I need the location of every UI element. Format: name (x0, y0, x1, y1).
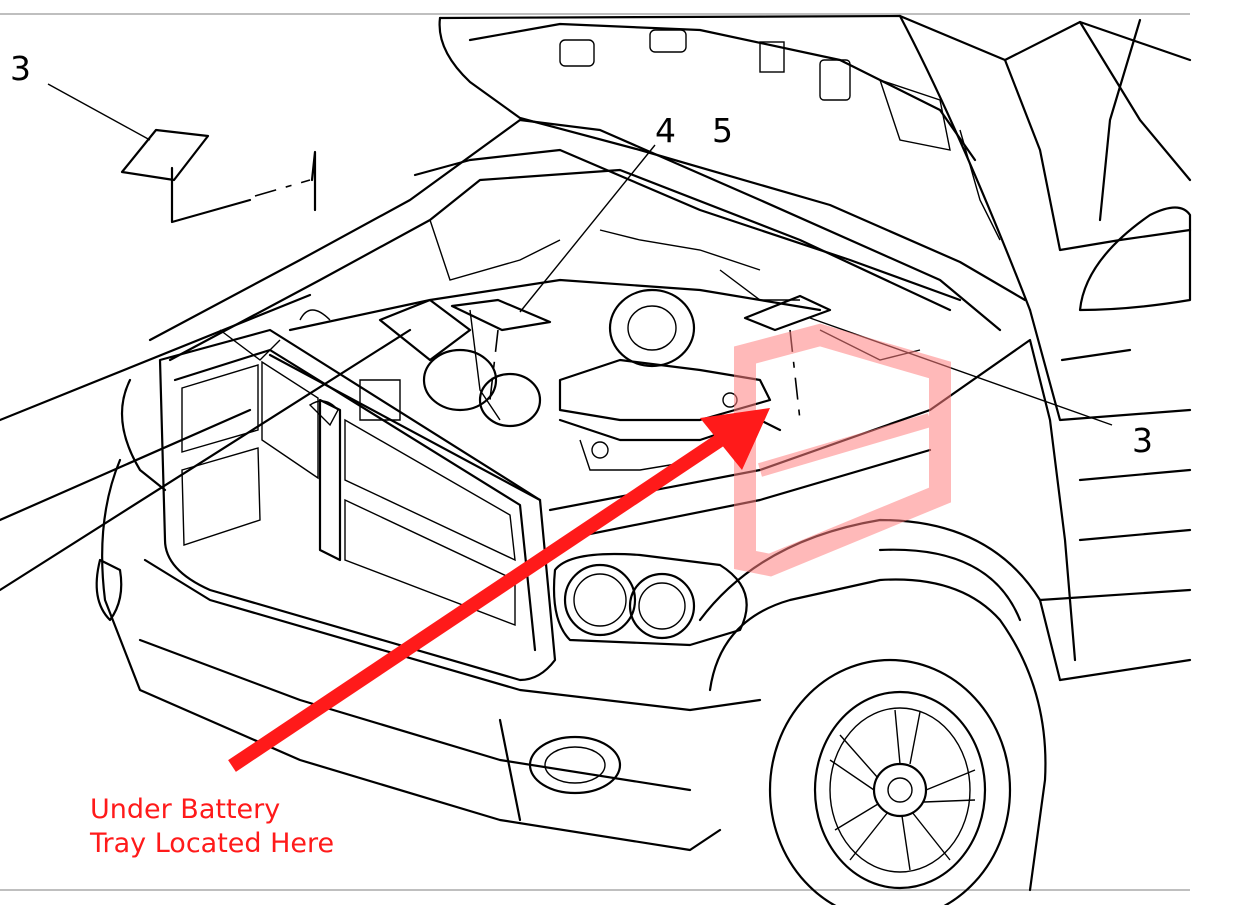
front-wheel (708, 578, 1047, 905)
truck-drawing (0, 14, 1192, 905)
front-grille (120, 328, 557, 682)
annotation-line-1: Under Battery (90, 794, 280, 825)
cab-outline (1003, 18, 1192, 542)
fender-body (548, 338, 1192, 682)
leader-line-upper (0, 293, 312, 422)
headlights (552, 552, 748, 647)
callout-label-4: 4 (655, 111, 676, 150)
open-hood (438, 14, 1192, 312)
annotation-line-2: Tray Located Here (89, 828, 334, 859)
callout-tag-top-left (47, 83, 317, 224)
leader-line-mid (0, 408, 252, 522)
callout-tag-center (450, 144, 656, 401)
battery-tray-highlight (734, 323, 951, 577)
leader-line-lower (0, 328, 412, 592)
red-arrow-icon (228, 408, 770, 772)
callout-label-5: 5 (712, 111, 733, 150)
front-bumper (95, 458, 762, 852)
callout-label-3-right: 3 (1132, 421, 1153, 460)
callout-label-3-top-left: 3 (10, 49, 31, 88)
